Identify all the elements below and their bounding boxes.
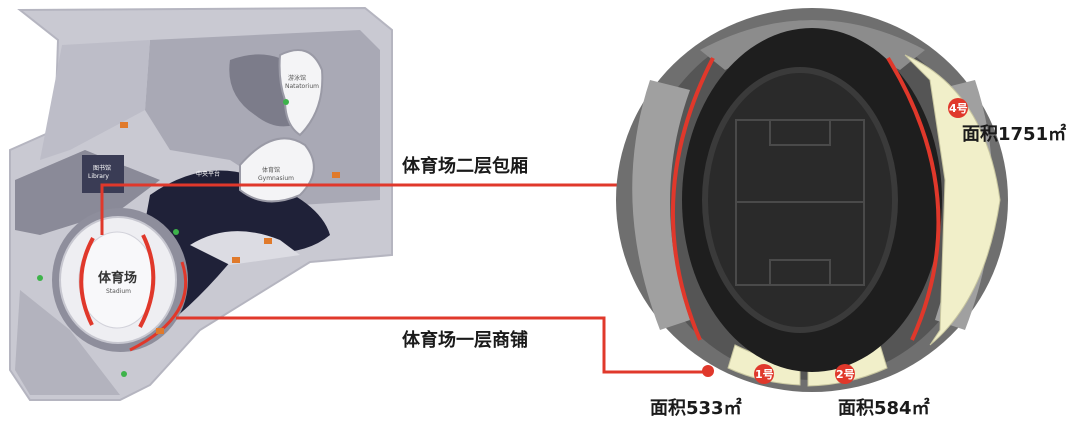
stadium-outer-arc — [129, 261, 188, 352]
stadium-floor-plan: 4号 1号 2号 — [616, 8, 1008, 392]
library-label-en: Library — [88, 173, 109, 180]
shop-4-area — [904, 54, 1001, 346]
ground-shops-dot — [702, 365, 714, 377]
gymnasium-label-en: Gymnasium — [258, 175, 294, 182]
shop-1-badge-bg — [754, 364, 774, 384]
green-marker — [37, 275, 43, 281]
green-marker — [173, 229, 179, 235]
plaza-label: 中央平台 — [196, 170, 220, 178]
shop-1-area-label: 面积533㎡ — [650, 397, 742, 419]
stadium-east-arc — [138, 234, 156, 328]
west-boxes-highlight — [670, 57, 715, 341]
west-stand-blocks — [632, 80, 690, 330]
gymnasium-label: 体育馆 — [262, 166, 280, 174]
shop-4-badge: 4号 — [949, 102, 968, 115]
west-road — [40, 40, 150, 160]
south-road — [190, 231, 300, 265]
campus-site-map: 图书馆 Library 体育馆 Gymnasium 游泳馆 Natatorium… — [9, 6, 393, 401]
green-marker — [121, 371, 127, 377]
orange-marker — [232, 257, 240, 263]
east-boxes-highlight — [886, 56, 941, 341]
natatorium-label-en: Natatorium — [285, 83, 319, 90]
shop-2-badge-bg — [835, 364, 855, 384]
shop-4-badge-bg — [948, 98, 968, 118]
orange-marker — [156, 328, 164, 334]
library-label: 图书馆 — [93, 164, 111, 172]
natatorium-label: 游泳馆 — [288, 74, 306, 82]
pitch-box-top — [769, 119, 831, 146]
upper-boxes-label: 体育场二层包厢 — [402, 155, 528, 177]
orange-marker — [264, 238, 272, 244]
pitch-box-bottom — [769, 259, 831, 286]
green-marker — [283, 99, 289, 105]
shop-4-area-label: 面积1751㎡ — [962, 123, 1066, 145]
orange-marker — [120, 122, 128, 128]
ground-shops-label: 体育场一层商铺 — [402, 329, 528, 351]
south-west-area — [15, 290, 120, 395]
shop-1-badge: 1号 — [755, 368, 774, 381]
shop-2-area-label: 面积584㎡ — [838, 397, 930, 419]
orange-marker — [332, 172, 340, 178]
shop-2-badge: 2号 — [836, 368, 855, 381]
natatorium-building — [278, 49, 324, 137]
ground-shops-leader — [176, 316, 706, 374]
stadium-label: 体育场 — [98, 270, 137, 286]
stadium-label-en: Stadium — [106, 288, 131, 295]
stadium-west-arc — [79, 237, 95, 326]
callout-lines — [100, 183, 714, 377]
upper-boxes-leader — [100, 183, 660, 235]
